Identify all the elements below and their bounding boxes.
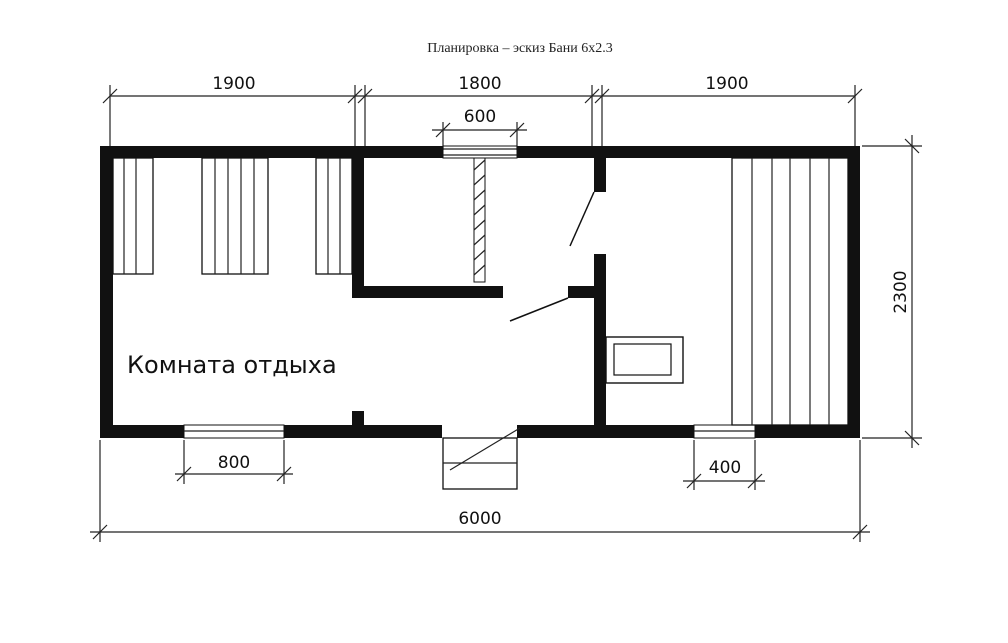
dimension-label-800: 800 (218, 453, 250, 473)
interior-walls (352, 146, 606, 427)
window-top (442, 145, 518, 159)
height-dimension (862, 135, 922, 448)
dimension-label-1900-left: 1900 (212, 74, 255, 94)
stove (605, 336, 684, 384)
bench-3 (315, 157, 353, 275)
dimension-label-600: 600 (464, 107, 496, 127)
outer-walls (100, 146, 860, 438)
dimension-label-6000: 6000 (458, 509, 501, 529)
bottom-left-window-dimension (175, 440, 293, 484)
bottom-right-window-dimension (683, 440, 765, 490)
entrance-steps (442, 427, 521, 490)
bench-1 (112, 157, 154, 275)
window-bottom-left (183, 424, 285, 439)
dimension-label-1800: 1800 (458, 74, 501, 94)
bench-2 (201, 157, 269, 275)
room-label-rest-room: Комната отдыха (127, 351, 337, 379)
door-leaf-middle (509, 297, 569, 322)
hatched-partition (473, 157, 486, 283)
dimension-label-2300: 2300 (891, 270, 911, 313)
door-leaf-upper (569, 191, 595, 247)
dimension-label-1900-right: 1900 (705, 74, 748, 94)
window-bottom-right (693, 424, 756, 439)
top-window-dimension (432, 122, 527, 150)
dimension-label-400: 400 (709, 458, 741, 478)
top-dimension-chain (102, 85, 863, 146)
total-width-dimension (90, 440, 870, 542)
steam-room-shelves (731, 157, 849, 426)
plan-title: Планировка – эскиз Бани 6x2.3 (427, 41, 613, 56)
